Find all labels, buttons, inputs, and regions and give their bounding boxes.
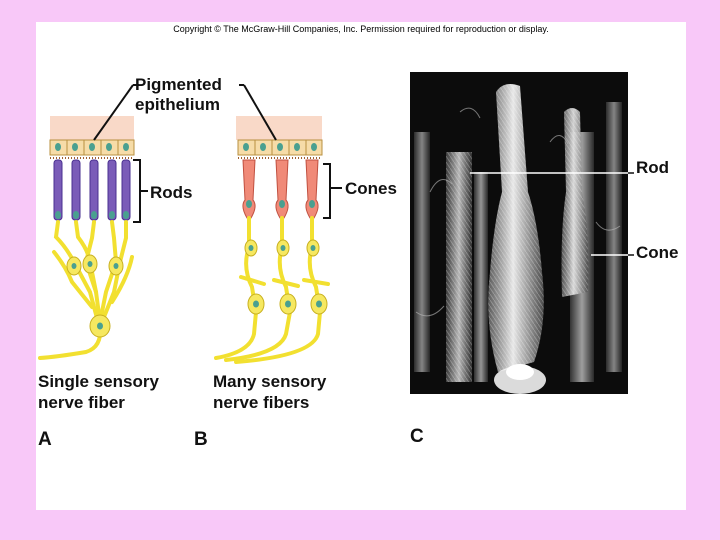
label-cones: Cones bbox=[345, 179, 397, 198]
leader-lines bbox=[93, 84, 342, 223]
rod-cells bbox=[53, 159, 131, 221]
caption-b-line2: nerve fibers bbox=[213, 393, 310, 412]
panel-letter-a: A bbox=[38, 429, 52, 450]
label-pigmented: Pigmented bbox=[135, 75, 222, 94]
cone-cells bbox=[242, 159, 319, 219]
caption-b-line1: Many sensory bbox=[213, 372, 327, 391]
rod-neurons bbox=[38, 220, 134, 360]
bracket-cones bbox=[323, 163, 331, 219]
label-photo-rod: Rod bbox=[636, 158, 670, 177]
retina-diagram bbox=[38, 84, 342, 364]
copyright-notice: Copyright © The McGraw-Hill Companies, I… bbox=[173, 24, 549, 34]
cone-neurons bbox=[214, 216, 330, 364]
bracket-rods bbox=[133, 159, 141, 223]
panel-letter-c: C bbox=[410, 426, 424, 447]
micrograph-drawing bbox=[414, 84, 622, 394]
caption-a-line1: Single sensory bbox=[38, 372, 159, 391]
label-epithelium: epithelium bbox=[135, 95, 221, 114]
leader-epithelium-a bbox=[93, 84, 134, 141]
label-rods: Rods bbox=[150, 183, 193, 202]
pigmented-epithelium-b bbox=[237, 139, 323, 159]
panel-letter-b: B bbox=[194, 429, 208, 450]
caption-a-line2: nerve fiber bbox=[38, 393, 125, 412]
panel-a-drawing bbox=[38, 116, 135, 360]
micrograph-panel-c bbox=[410, 72, 628, 394]
pigmented-epithelium-a bbox=[49, 139, 135, 159]
label-photo-cone: Cone bbox=[636, 243, 679, 262]
leader-epithelium-b bbox=[243, 84, 277, 141]
panel-b-drawing bbox=[214, 116, 330, 364]
slide: Copyright © The McGraw-Hill Companies, I… bbox=[36, 22, 686, 510]
